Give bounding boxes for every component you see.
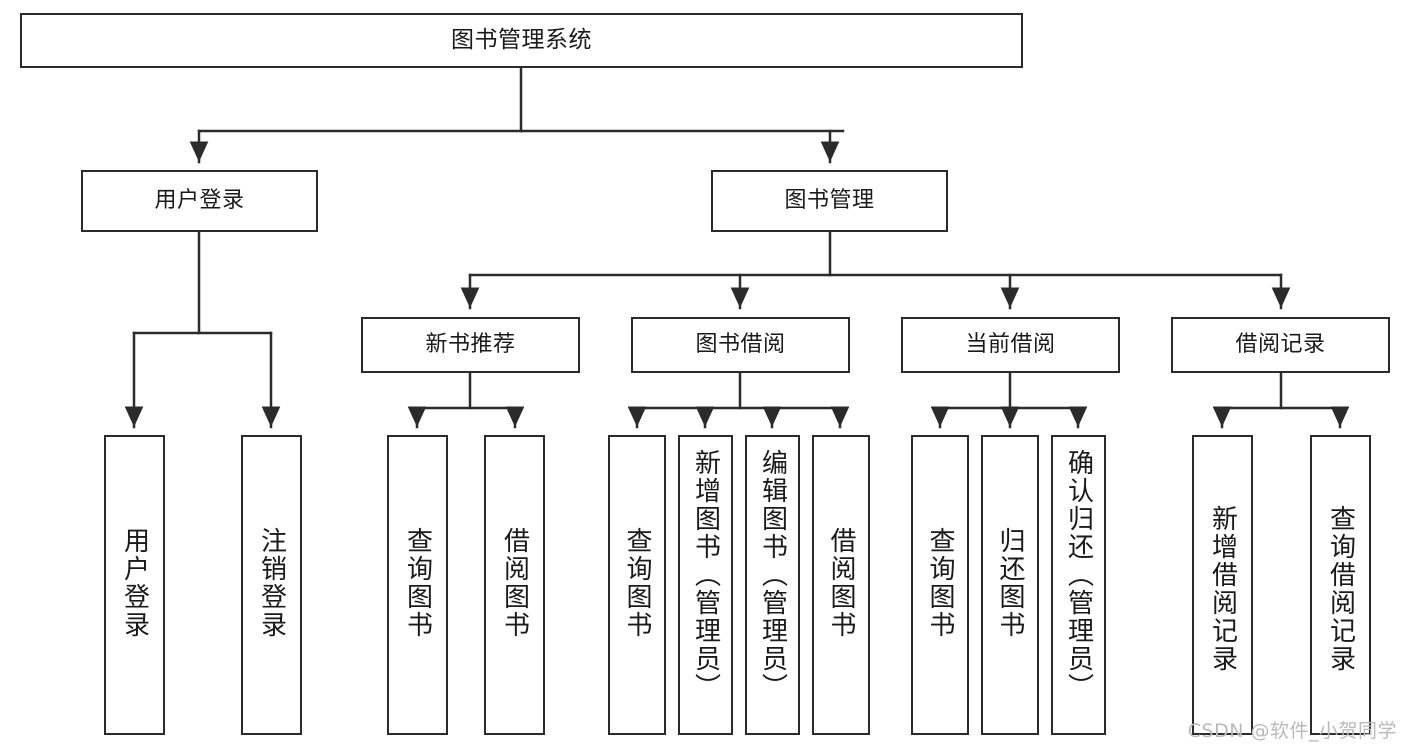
node-user-login[interactable]: 用户登录 xyxy=(81,170,318,232)
node-book-borrow[interactable]: 图书借阅 xyxy=(631,317,850,373)
leaf-query-borrow-record[interactable]: 查询借阅记录 xyxy=(1310,435,1371,735)
leaf-user-login[interactable]: 用户登录 xyxy=(104,435,165,735)
node-label: 借阅记录 xyxy=(1235,332,1326,358)
node-label: 用户登录 xyxy=(154,188,245,214)
leaf-label: 查询图书 xyxy=(622,527,652,639)
leaf-return-book[interactable]: 归还图书 xyxy=(981,435,1039,735)
leaf-label: 归还图书 xyxy=(995,527,1025,639)
leaf-label: 新增借阅记录 xyxy=(1207,505,1238,673)
node-root-system[interactable]: 图书管理系统 xyxy=(20,13,1023,68)
node-label: 图书借阅 xyxy=(695,332,786,358)
leaf-logout[interactable]: 注销登录 xyxy=(241,435,302,735)
leaf-label: 确认归还（管理员） xyxy=(1063,449,1094,701)
node-borrow-record[interactable]: 借阅记录 xyxy=(1171,317,1390,373)
leaf-borrow-book-newbook[interactable]: 借阅图书 xyxy=(484,435,545,735)
leaf-edit-book-admin[interactable]: 编辑图书（管理员） xyxy=(745,435,800,735)
node-label: 图书管理系统 xyxy=(451,26,592,53)
node-label: 当前借阅 xyxy=(965,332,1056,358)
leaf-query-book-borrow[interactable]: 查询图书 xyxy=(608,435,666,735)
leaf-label: 新增图书（管理员） xyxy=(690,449,721,701)
node-label: 新书推荐 xyxy=(425,332,516,358)
node-current-borrow[interactable]: 当前借阅 xyxy=(901,317,1120,373)
leaf-add-book-admin[interactable]: 新增图书（管理员） xyxy=(678,435,733,735)
leaf-label: 借阅图书 xyxy=(826,527,856,639)
leaf-borrow-book[interactable]: 借阅图书 xyxy=(812,435,870,735)
leaf-label: 查询图书 xyxy=(402,527,433,639)
leaf-query-book-newbook[interactable]: 查询图书 xyxy=(387,435,448,735)
leaf-label: 查询借阅记录 xyxy=(1325,505,1356,673)
leaf-label: 查询图书 xyxy=(925,527,955,639)
leaf-label: 借阅图书 xyxy=(499,527,530,639)
node-book-management[interactable]: 图书管理 xyxy=(711,170,948,232)
leaf-label: 编辑图书（管理员） xyxy=(757,449,788,701)
csdn-watermark: CSDN @软件_小贺同学 xyxy=(1187,720,1397,742)
leaf-confirm-return-admin[interactable]: 确认归还（管理员） xyxy=(1051,435,1106,735)
node-label: 图书管理 xyxy=(784,188,875,214)
leaf-query-book-current[interactable]: 查询图书 xyxy=(911,435,969,735)
leaf-label: 用户登录 xyxy=(119,527,150,639)
leaf-add-borrow-record[interactable]: 新增借阅记录 xyxy=(1192,435,1253,735)
node-new-book-recommend[interactable]: 新书推荐 xyxy=(361,317,580,373)
leaf-label: 注销登录 xyxy=(256,527,287,639)
